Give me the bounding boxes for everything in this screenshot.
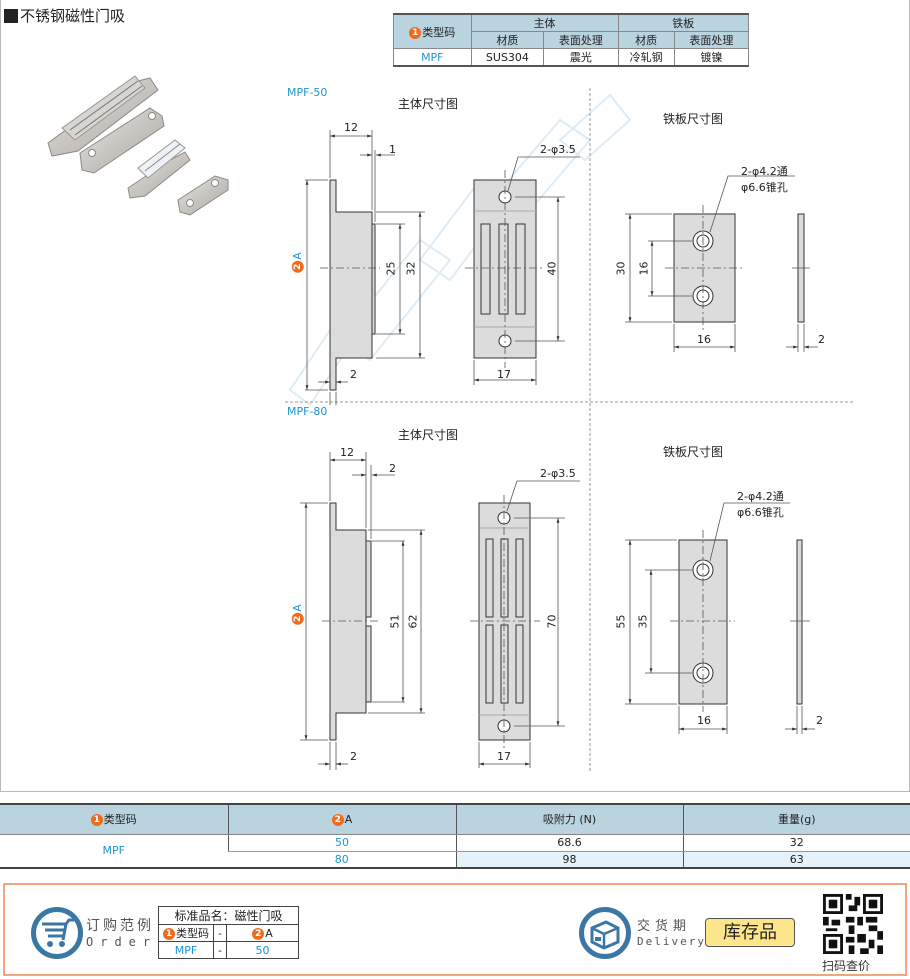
dim-depth: 12 bbox=[340, 446, 354, 459]
plate-length: 55 bbox=[614, 614, 628, 629]
title-square-icon bbox=[4, 8, 18, 23]
table-row: MPF SUS304 震光 冷轧钢 镀镍 bbox=[393, 48, 750, 67]
plate-thickness: 2 bbox=[816, 714, 823, 727]
section-label-mpf50: MPF-50 bbox=[287, 86, 328, 99]
table-row: MPF 50 68.6 32 bbox=[0, 834, 910, 869]
table-row: 80 98 63 bbox=[0, 851, 910, 869]
dim-body-length: 32 bbox=[404, 261, 418, 276]
dim-overall: 2A bbox=[291, 604, 304, 625]
group-plate: 铁板 bbox=[617, 13, 750, 32]
plate-dimension-title: 铁板尺寸图 bbox=[663, 112, 724, 126]
plate-hole-note-1: 2-φ4.2通 bbox=[737, 490, 784, 503]
plate-width: 16 bbox=[697, 714, 711, 727]
number-badge-1: 1 bbox=[409, 26, 422, 39]
dim-step: 1 bbox=[389, 143, 396, 156]
dim-hole-note: 2-φ3.5 bbox=[540, 467, 576, 480]
body-dimension-title: 主体尺寸图 bbox=[398, 428, 459, 442]
qr-code-icon[interactable] bbox=[823, 893, 883, 955]
technical-drawing bbox=[285, 88, 855, 772]
dim-width: 17 bbox=[497, 368, 511, 381]
header-weight: 重量(g) bbox=[682, 804, 910, 835]
group-body: 主体 bbox=[470, 13, 619, 32]
plate-pitch: 16 bbox=[637, 261, 651, 276]
plate-pitch: 35 bbox=[636, 614, 650, 629]
plate-width: 16 bbox=[697, 333, 711, 346]
cart-icon bbox=[31, 907, 83, 959]
box-icon bbox=[579, 907, 631, 959]
body-dimension-title: 主体尺寸图 bbox=[398, 97, 459, 111]
dim-body-length: 62 bbox=[406, 614, 420, 629]
qr-label: 扫码查价 bbox=[822, 959, 871, 973]
dim-overall: 2A bbox=[291, 252, 304, 273]
dim-base: 2 bbox=[350, 750, 357, 763]
plate-thickness: 2 bbox=[818, 333, 825, 346]
header-force: 吸附力 (N) bbox=[455, 804, 683, 835]
dim-hole-pitch: 70 bbox=[545, 614, 559, 629]
dim-hole-pitch: 40 bbox=[545, 261, 559, 276]
delivery-sub-label: Delivery bbox=[637, 935, 706, 948]
dim-step: 2 bbox=[389, 462, 396, 475]
subheader-finish: 表面处理 bbox=[673, 31, 750, 49]
dim-magnet-length: 51 bbox=[388, 614, 402, 629]
product-photo bbox=[47, 75, 229, 216]
plate-dimension-title: 铁板尺寸图 bbox=[663, 445, 724, 459]
plate-hole-note-2: φ6.6锥孔 bbox=[741, 181, 788, 194]
plate-hole-note-2: φ6.6锥孔 bbox=[737, 506, 784, 519]
dim-hole-note: 2-φ3.5 bbox=[540, 143, 576, 156]
subheader-material: 材质 bbox=[470, 31, 545, 49]
dim-magnet-length: 25 bbox=[384, 261, 398, 276]
page-title: 不锈钢磁性门吸 bbox=[4, 5, 125, 26]
dim-width: 17 bbox=[497, 750, 511, 763]
dim-depth: 12 bbox=[344, 121, 358, 134]
delivery-label: 交货期 bbox=[637, 919, 692, 934]
section-label-mpf80: MPF-80 bbox=[287, 405, 328, 418]
in-stock-badge: 库存品 bbox=[705, 918, 795, 947]
cell-type: MPF bbox=[0, 834, 228, 869]
order-sub-label: Order bbox=[86, 935, 158, 949]
order-label: 订购范例 bbox=[86, 918, 154, 934]
dim-base: 2 bbox=[350, 368, 357, 381]
subheader-material: 材质 bbox=[617, 31, 675, 49]
subheader-finish: 表面处理 bbox=[543, 31, 619, 49]
plate-hole-note-1: 2-φ4.2通 bbox=[741, 165, 788, 178]
plate-length: 30 bbox=[614, 261, 628, 276]
